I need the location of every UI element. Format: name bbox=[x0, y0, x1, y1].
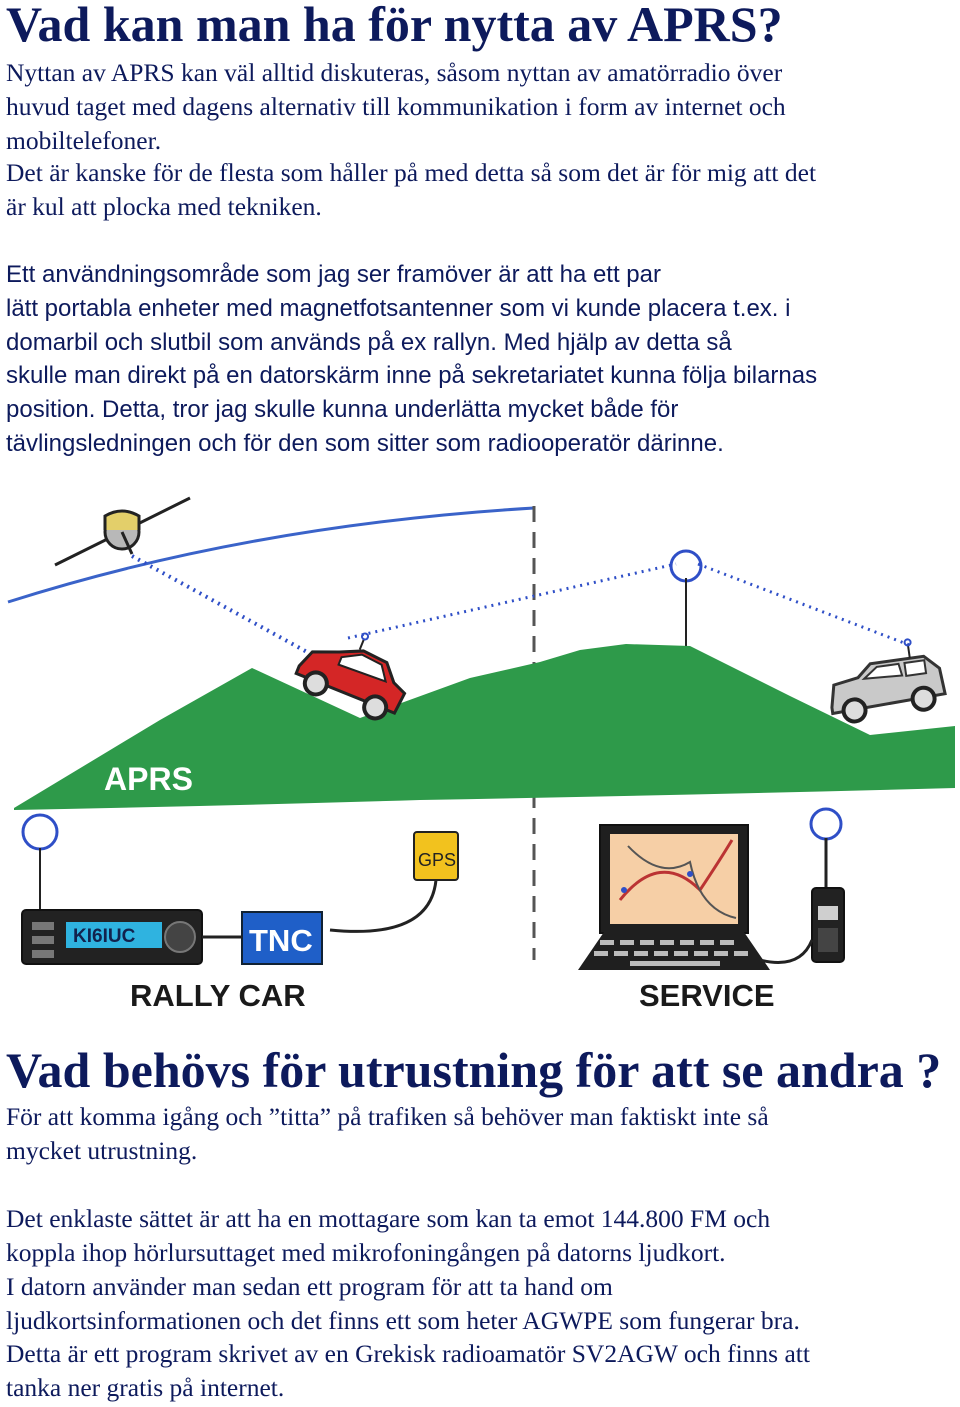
text-line: mycket utrustning. bbox=[6, 1135, 198, 1165]
paragraph-aprs-usefulness: Nyttan av APRS kan väl alltid diskuteras… bbox=[6, 56, 951, 157]
signal-satellite-car bbox=[131, 554, 319, 660]
signal-car-tower bbox=[347, 562, 677, 640]
paragraph-technology-fun: Det är kanske för de flesta som håller p… bbox=[6, 156, 951, 224]
hill-terrain bbox=[14, 644, 955, 810]
text-line: Nyttan av APRS kan väl alltid diskuteras… bbox=[6, 58, 783, 87]
text-line: koppla ihop hörlursuttaget med mikrofoni… bbox=[6, 1237, 726, 1267]
text-line: tanka ner gratis på internet. bbox=[6, 1372, 285, 1402]
text-line: huvud taget med dagens alternativ till k… bbox=[6, 91, 786, 121]
red-car-icon bbox=[294, 632, 407, 721]
text-line: domarbil och slutbil som används på ex r… bbox=[6, 328, 732, 356]
paragraph-agwpe-program: I datorn använder man sedan ett program … bbox=[6, 1270, 951, 1338]
text-line: ljudkortsinformationen och det finns ett… bbox=[6, 1305, 800, 1335]
section-heading-aprs-usefulness: Vad kan man ha för nytta av APRS? bbox=[6, 0, 783, 52]
aprs-label: APRS bbox=[104, 761, 193, 797]
rally-car-antenna-icon bbox=[21, 813, 59, 920]
section-heading-equipment: Vad behövs för utrustning för att se and… bbox=[6, 1042, 942, 1098]
text-line: lätt portabla enheter med magnetfotsante… bbox=[6, 294, 791, 322]
text-line: Det enklaste sättet är att ha en mottaga… bbox=[6, 1204, 771, 1233]
text-line: tävlingsledningen och för den som sitter… bbox=[6, 429, 724, 457]
text-line: För att komma igång och ”titta” på trafi… bbox=[6, 1102, 769, 1131]
gray-car-icon bbox=[830, 638, 947, 724]
text-line: Ett användningsområde som jag ser framöv… bbox=[6, 261, 661, 288]
laptop-handheld-cable bbox=[759, 939, 814, 964]
text-line: Detta är ett program skrivet av en Greki… bbox=[6, 1339, 810, 1368]
aprs-diagram: APRS KI6IUC TNC GPS bbox=[7, 496, 955, 1013]
paragraph-receiver-setup: Det enklaste sättet är att ha en mottaga… bbox=[6, 1202, 951, 1270]
rally-car-label: RALLY CAR bbox=[130, 978, 306, 1013]
signal-tower-car bbox=[697, 562, 913, 648]
text-line: position. Detta, tror jag skulle kunna u… bbox=[6, 396, 679, 424]
satellite-icon bbox=[103, 509, 141, 555]
text-line: skulle man direkt på en datorskärm inne … bbox=[6, 362, 818, 390]
service-label: SERVICE bbox=[639, 978, 775, 1013]
paragraph-getting-started: För att komma igång och ”titta” på trafi… bbox=[6, 1100, 951, 1168]
sky-arc bbox=[7, 506, 535, 604]
laptop-icon bbox=[578, 824, 770, 970]
text-line: I datorn använder man sedan ett program … bbox=[6, 1272, 613, 1301]
paragraph-agwpe-author: Detta är ett program skrivet av en Greki… bbox=[6, 1337, 951, 1405]
radio-transceiver-icon: KI6IUC bbox=[21, 909, 203, 965]
text-line: är kul att plocka med tekniken. bbox=[6, 191, 322, 221]
gps-box-icon: GPS bbox=[413, 831, 459, 881]
gps-label: GPS bbox=[418, 850, 456, 870]
digipeater-antenna-icon bbox=[669, 549, 703, 652]
text-line: mobiltelefoner. bbox=[6, 125, 162, 155]
handheld-radio-icon bbox=[809, 807, 845, 963]
tnc-label: TNC bbox=[249, 923, 313, 958]
gps-cable bbox=[329, 879, 438, 933]
text-line: Det är kanske för de flesta som håller p… bbox=[6, 158, 817, 187]
tnc-box-icon: TNC bbox=[241, 911, 323, 965]
paragraph-rally-use-case: Ett användningsområde som jag ser framöv… bbox=[6, 258, 951, 461]
radio-display-text: KI6IUC bbox=[73, 926, 136, 947]
